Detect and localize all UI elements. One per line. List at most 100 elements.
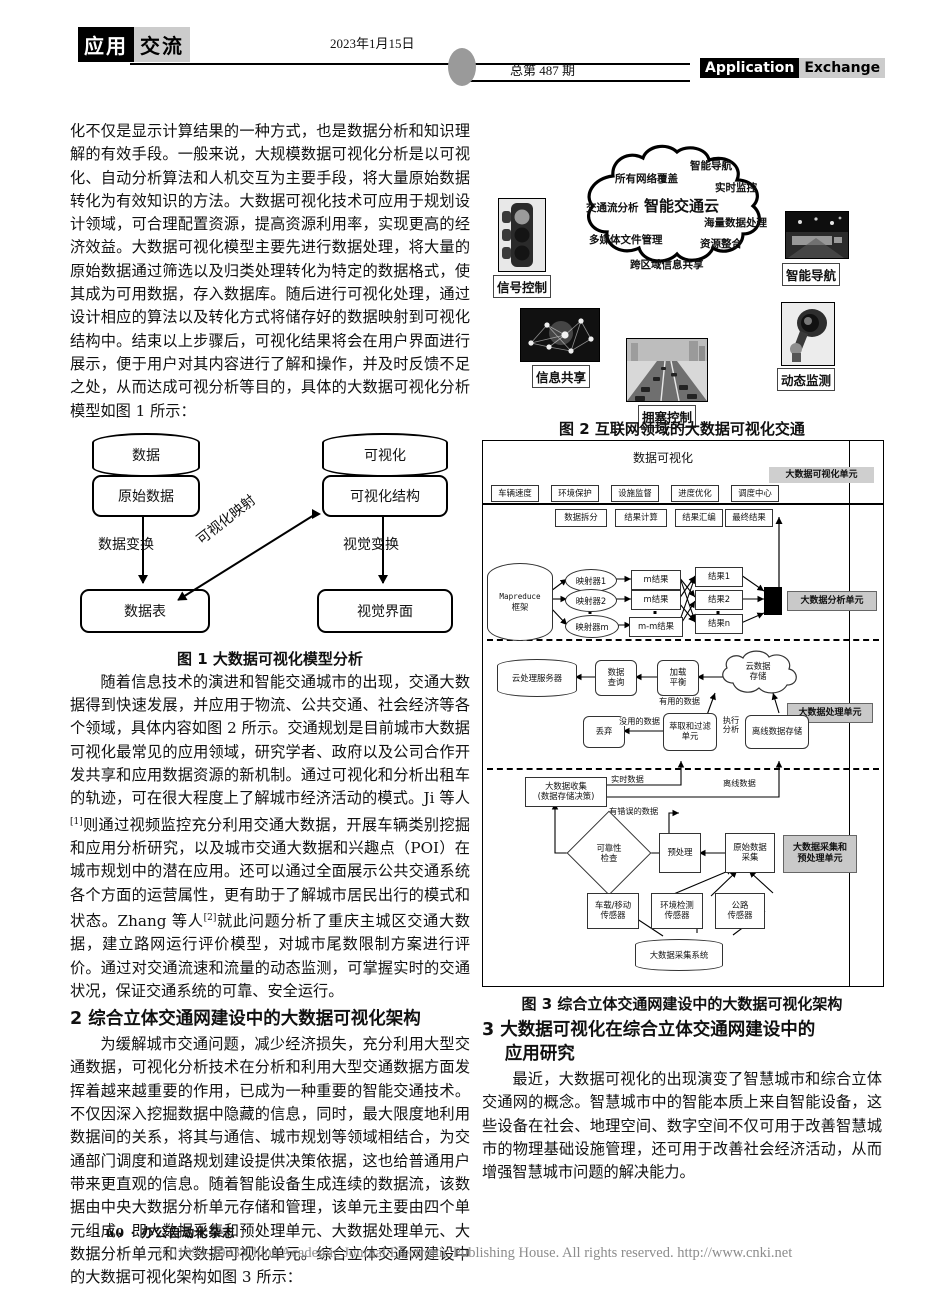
- fig3-extract-filter-unit: 萃取和过滤 单元: [663, 713, 717, 751]
- fig2-cloud-term-2: 实时监控: [715, 182, 757, 194]
- fig3-aggregator-node: [764, 587, 782, 615]
- fig3-bigdata-collect-line2: (数据存储决策): [537, 791, 595, 801]
- section-tag-en-primary: Application: [700, 58, 800, 78]
- fig3-collect-system: 大数据采集系统: [635, 939, 723, 971]
- fig3-cloud-storage-label: 云数据 存储: [723, 661, 793, 681]
- fig3-extract-filter-line1: 萃取和过滤: [669, 721, 711, 732]
- page-number-marker: · 60 · 办公自动化杂志: [95, 1225, 236, 1240]
- masthead-ellipse-ornament: [448, 48, 476, 86]
- fig3-sensor-2-line2: 传感器: [727, 910, 753, 920]
- masthead-rule-upper: [130, 63, 690, 65]
- fig3-sensor-road: 公路 传感器: [715, 893, 765, 929]
- fig2-photo-label-smart-navigation: 智能导航: [782, 263, 841, 286]
- fig3-reliability-check: 可靠性 检查: [566, 810, 652, 896]
- cnki-copyright-notice: (C)1994-2023 China Academic Journal Elec…: [157, 1245, 793, 1261]
- fig2-highway-traffic-photo: [626, 338, 708, 402]
- fig3-vis-item-3: 进度优化: [671, 485, 719, 502]
- left-column: 化不仅是显示计算结果的一种方式，也是数据分析和知识理解的有效手段。一般来说，大规…: [70, 120, 470, 1289]
- fig2-cloud-center-label: 智能交通云: [644, 197, 720, 215]
- fig3-m-result-2: m-m结果: [629, 617, 683, 637]
- fig3-vis-item-0: 车辆速度: [491, 485, 539, 502]
- paragraph-smart-city: 最近，大数据可视化的出现演变了智慧城市和综合立体交通网的概念。智慧城市中的智能本…: [482, 1070, 882, 1182]
- fig2-cloud-term-4: 海量数据处理: [704, 217, 767, 229]
- fig3-result-0: 结果1: [695, 567, 743, 587]
- fig3-mapreduce-framework: Mapreduce 框架: [487, 563, 553, 641]
- fig3-sensor-0-line2: 传感器: [600, 910, 626, 920]
- fig1-arrow-right: [378, 516, 388, 584]
- publication-date: 2023年1月15日: [330, 36, 415, 51]
- citation-ref-1: [1]: [70, 816, 83, 827]
- fig3-sensor-0-line1: 车载/移动: [594, 900, 632, 911]
- fig3-title-data-visualization: 数据可视化: [633, 451, 694, 465]
- para2-part-b: 则通过视频监控充分利用交通大数据，开展车辆类别挖掘和应用分析研究，以及城市交通大…: [70, 815, 470, 930]
- heading-section-3: 3 大数据可视化在综合立体交通网建设中的 应用研究: [482, 1018, 882, 1066]
- fig3-label-useless-data: 没用的数据: [619, 716, 660, 727]
- paragraph-architecture: 为缓解城市交通问题，减少经济损失，充分利用大型交通数据，可视化分析技术在分析和利…: [70, 1035, 470, 1287]
- fig3-analysis-header-2: 结果汇编: [675, 509, 723, 527]
- fig3-data-query-line2: 查询: [607, 677, 625, 687]
- fig2-photo-label-signal-control: 信号控制: [493, 275, 552, 298]
- fig3-load-balance-line2: 平衡: [669, 677, 687, 687]
- para2-part-c: 就此问题分析了重庆主城区交通大数据，建立路网运行评价模型，对城市尾数限制方案进行…: [70, 911, 470, 1000]
- fig3-raw-collect-line1: 原始数据: [733, 842, 767, 853]
- fig3-result-2: 结果n: [695, 614, 743, 634]
- fig2-cloud-term-7: 跨区域信息共享: [630, 259, 704, 271]
- fig3-divider-process-collect: [487, 768, 879, 770]
- fig3-unit-collect-line2: 预处理单元: [797, 854, 843, 864]
- fig3-analysis-header-3: 最终结果: [725, 509, 773, 527]
- fig3-unit-collect-preprocess: 大数据采集和 预处理单元: [783, 835, 857, 873]
- figure-1-caption: 图 1 大数据可视化模型分析: [177, 649, 363, 668]
- fig3-result-1: 结果2: [695, 590, 743, 610]
- section-tag-cn-secondary: 交流: [134, 27, 190, 62]
- fig2-cloud-term-0: 智能导航: [690, 160, 732, 172]
- paragraph-traffic-bigdata: 随着信息技术的演进和智能交通城市的出现，交通大数据得到快速发展，并应用于物流、公…: [70, 671, 470, 1003]
- masthead-rule-lower: [455, 80, 690, 82]
- fig3-analysis-header-1: 结果计算: [615, 509, 667, 527]
- fig3-vis-item-1: 环境保护: [551, 485, 599, 502]
- fig3-vis-item-2: 设施监督: [611, 485, 659, 502]
- fig3-sensor-2-line1: 公路: [731, 900, 749, 911]
- fig3-label-execute-line2: 分析: [722, 724, 740, 735]
- fig2-cctv-camera-photo: [781, 302, 835, 366]
- fig3-cloud-storage-line2: 存储: [749, 671, 767, 681]
- fig3-cloud-processing-server: 云处理服务器: [497, 659, 577, 697]
- fig3-load-balance-line1: 加载: [669, 667, 687, 678]
- fig2-traffic-light-photo: [498, 198, 546, 272]
- fig3-m-result-0: m结果: [631, 570, 681, 590]
- fig1-node-visual-interface: 视觉界面: [317, 588, 453, 633]
- page-masthead: 应用 交流 2023年1月15日 总第 487 期 Application Ex…: [0, 0, 950, 95]
- fig3-mapper-1: 映射器2: [565, 589, 617, 612]
- section-tag-cn-primary: 应用: [78, 27, 134, 62]
- fig2-photo-label-info-sharing: 信息共享: [532, 365, 591, 388]
- fig2-night-road-photo: [785, 211, 849, 259]
- fig1-arrow-left: [138, 516, 148, 584]
- paragraph-continued: 化不仅是显示计算结果的一种方式，也是数据分析和知识理解的有效手段。一般来说，大规…: [70, 122, 470, 420]
- heading-section-2: 2 综合立体交通网建设中的大数据可视化架构: [70, 1009, 421, 1030]
- issue-number: 总第 487 期: [510, 63, 576, 78]
- fig3-load-balance: 加载 平衡: [657, 660, 699, 696]
- fig3-raw-collect-line2: 采集: [741, 852, 759, 862]
- fig3-mapper-2: 映射器m: [565, 615, 619, 638]
- fig3-bigdata-collect: 大数据收集 (数据存储决策): [525, 777, 607, 807]
- heading-section-3-line1: 3 大数据可视化在综合立体交通网建设中的: [482, 1020, 816, 1040]
- fig3-sensor-vehicle: 车载/移动 传感器: [587, 893, 639, 929]
- fig1-node-visualization: 可视化: [322, 432, 448, 477]
- figure-2-diagram: 智能导航 所有网络覆盖 实时监控 交通流分析 智能交通云 海量数据处理 多媒体文…: [482, 120, 882, 438]
- fig3-sensor-1-line2: 传感器: [664, 910, 690, 920]
- fig3-unit-collect-line1: 大数据采集和: [792, 843, 847, 853]
- fig3-reliability-line2: 检查: [600, 853, 618, 863]
- fig3-divider-analysis-process: [487, 639, 879, 641]
- figure-3-diagram: 数据可视化 大数据可视化单元 车辆速度 环境保护 设施监督 进度优化 调度中心 …: [482, 440, 884, 987]
- heading-section-3-line2: 应用研究: [504, 1044, 575, 1064]
- fig2-network-nodes-photo: [520, 308, 600, 362]
- fig1-node-raw-data: 原始数据: [92, 474, 200, 517]
- fig3-preprocess: 预处理: [659, 833, 701, 873]
- fig3-bigdata-collect-line1: 大数据收集: [545, 781, 587, 792]
- fig3-label-execute-analysis: 执行 分析: [719, 715, 743, 735]
- fig3-mapreduce-line2: 框架: [511, 602, 529, 612]
- fig3-label-error-data: 有错误的数据: [609, 806, 659, 817]
- fig3-reliability-line1: 可靠性: [596, 843, 622, 853]
- fig3-sensor-1-line1: 环境检测: [660, 900, 694, 911]
- fig3-divider-vis-analysis: [483, 503, 883, 505]
- fig3-vis-item-4: 调度中心: [731, 485, 779, 502]
